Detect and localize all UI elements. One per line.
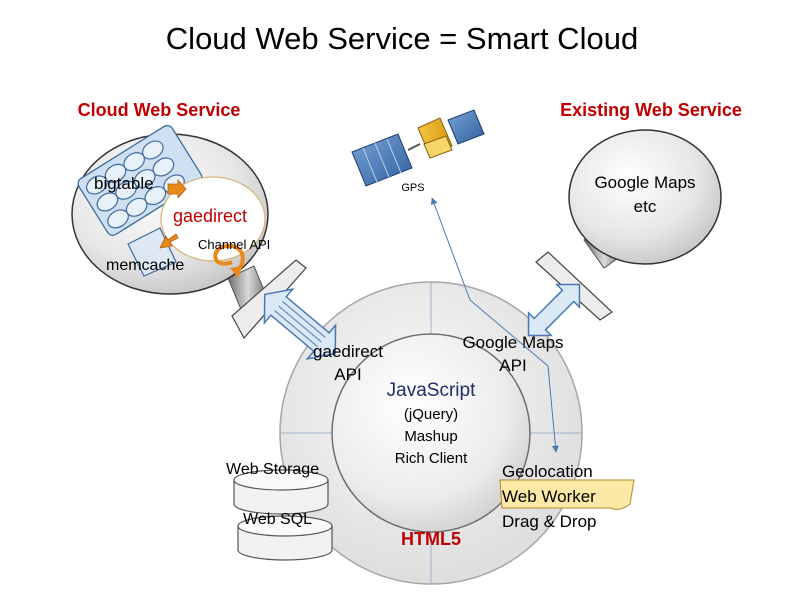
web-storage-icon	[233, 469, 329, 515]
gaedirect-api-arrow	[263, 288, 337, 360]
web-storage-label: Web Storage	[226, 461, 319, 478]
web-sql-label: Web SQL	[243, 511, 312, 528]
gaedirect-label: gaedirect	[173, 206, 247, 226]
gaedirect-bubble	[160, 176, 266, 262]
cloud-service-heading: Cloud Web Service	[78, 100, 241, 120]
etc-label: etc	[634, 197, 657, 216]
jquery-label: (jQuery)	[404, 406, 458, 423]
drag-drop-label: Drag & Drop	[502, 512, 596, 531]
bigtable-link-arrow	[167, 178, 187, 200]
html5-label: HTML5	[401, 529, 461, 549]
mashup-label: Mashup	[404, 428, 457, 445]
gps-label: GPS	[401, 182, 424, 194]
javascript-label: JavaScript	[387, 380, 476, 401]
bigtable-icon	[77, 124, 203, 236]
channel-loop-icon	[213, 243, 245, 274]
existing-service-node: Google Maps etc	[535, 129, 722, 321]
google-maps-api-label-line2: API	[499, 356, 526, 375]
geolocation-label: Geolocation	[502, 462, 593, 481]
channel-loop-arrowhead	[230, 266, 242, 278]
rich-client-label: Rich Client	[395, 450, 468, 467]
cloud-service-node: bigtable gaedirect Channel API memcache	[71, 124, 307, 340]
web-sql-icon	[237, 515, 333, 561]
existing-service-heading: Existing Web Service	[560, 100, 742, 120]
gaedirect-api-label-line1: gaedirect	[313, 342, 383, 361]
memcache-link-arrow	[159, 233, 179, 249]
channel-api-label: Channel API	[198, 237, 270, 252]
gaedirect-api-label-line2: API	[334, 365, 361, 384]
memcache-label: memcache	[106, 257, 184, 274]
gps-satellite-icon	[351, 109, 485, 187]
page-title: Cloud Web Service = Smart Cloud	[166, 21, 638, 56]
gps-signal-arrow	[430, 197, 559, 453]
google-maps-label: Google Maps	[594, 173, 695, 192]
existing-service-oval	[568, 129, 722, 265]
web-worker-label: Web Worker	[502, 487, 596, 506]
bigtable-label: bigtable	[94, 174, 154, 193]
web-worker-note	[499, 479, 635, 510]
